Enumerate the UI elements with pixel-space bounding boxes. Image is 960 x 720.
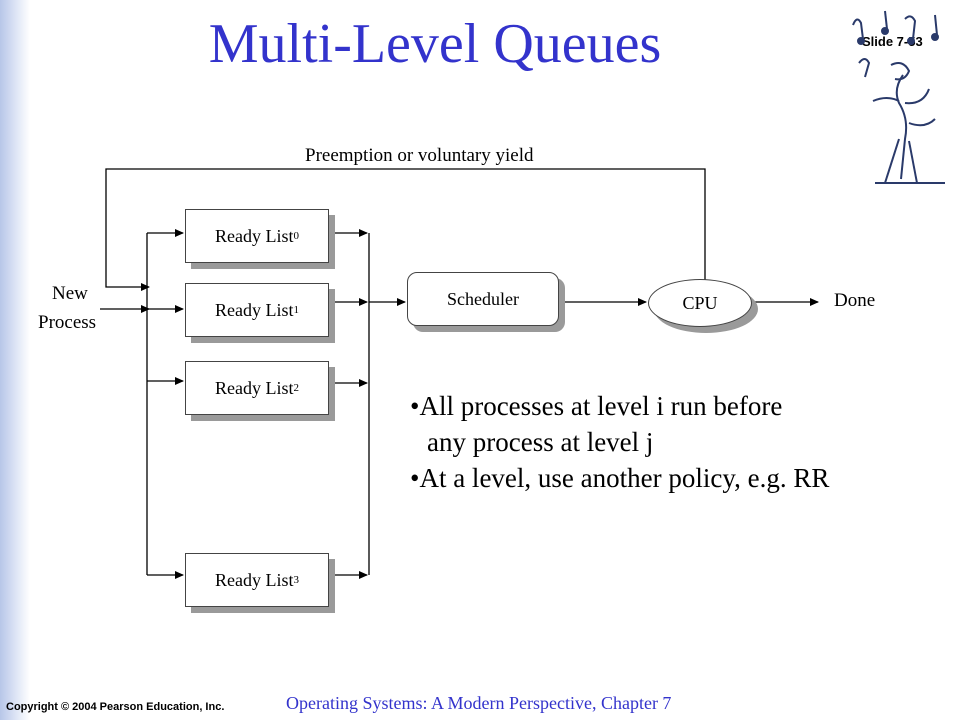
- left-gradient-bar: [0, 0, 30, 720]
- bullet-list: •All processes at level i run before any…: [410, 388, 829, 496]
- bullet-1-line-1: •All processes at level i run before: [410, 391, 783, 421]
- new-process-label-line2: Process: [38, 312, 97, 333]
- slide-number: Slide 7-53: [862, 34, 923, 49]
- new-process-label-line1: New: [52, 283, 88, 304]
- ready-list-0-label: Ready List: [215, 225, 294, 246]
- ready-list-1-label: Ready List: [215, 299, 294, 320]
- cpu-ellipse: CPU: [648, 279, 752, 327]
- bullet-1-line-2: any process at level j: [427, 427, 654, 457]
- done-label: Done: [834, 290, 876, 311]
- slide-title: Multi-Level Queues: [208, 13, 662, 75]
- feedback-arrow: [105, 168, 706, 291]
- ready-list-0-sub: 0: [293, 230, 300, 242]
- ready-list-3-label: Ready List: [215, 569, 294, 590]
- bullet-2: •At a level, use another policy, e.g. RR: [410, 463, 830, 493]
- music-notes-figure-icon: [852, 10, 945, 184]
- ready-list-3-sub: 3: [293, 574, 300, 586]
- ready-list-2-sub: 2: [293, 382, 300, 394]
- scheduler-box: Scheduler: [407, 272, 559, 326]
- footer-text: Operating Systems: A Modern Perspective,…: [286, 693, 672, 713]
- feedback-label: Preemption or voluntary yield: [305, 145, 534, 166]
- ready-list-2-label: Ready List: [215, 377, 294, 398]
- ready-list-1-sub: 1: [293, 304, 300, 316]
- copyright-text: Copyright © 2004 Pearson Education, Inc.: [6, 701, 225, 713]
